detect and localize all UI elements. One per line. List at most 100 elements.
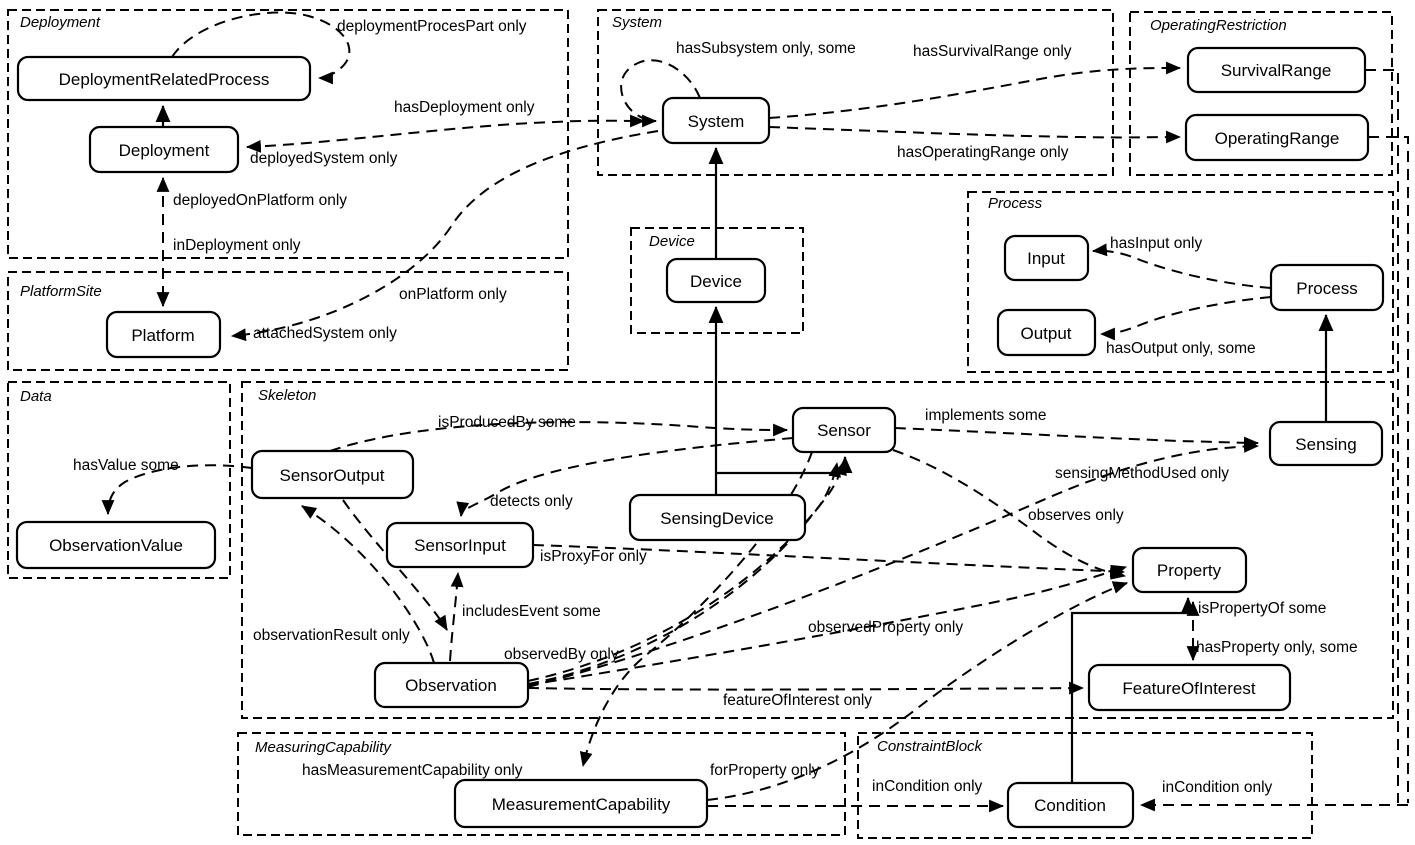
class-label-observation: Observation: [405, 676, 497, 695]
edge-label-has-subsystem: hasSubsystem only, some: [676, 40, 856, 57]
edge-label-for-property: forProperty only: [710, 762, 820, 779]
class-condition: Condition: [1006, 781, 1135, 829]
edge-label-has-operating-range: hasOperatingRange only: [897, 144, 1069, 161]
class-box-system[interactable]: [661, 96, 771, 145]
edge-label-feature-of-interest: featureOfInterest only: [723, 692, 872, 709]
class-feature-of-interest: FeatureOfInterest: [1087, 663, 1292, 712]
class-box-operating-range[interactable]: [1184, 113, 1370, 162]
class-box-observation-value[interactable]: [15, 520, 217, 570]
class-input: Input: [1003, 234, 1090, 282]
class-label-system: System: [688, 112, 745, 131]
class-box-deployment[interactable]: [88, 125, 240, 174]
class-device: Device: [665, 257, 767, 304]
module-process: Process: [967, 191, 1394, 373]
class-box-measurement-capability[interactable]: [453, 778, 709, 829]
class-sensor-input: SensorInput: [385, 521, 535, 569]
edge-has-value: [101, 464, 253, 516]
module-operating-restriction: OperatingRestriction: [1129, 11, 1393, 176]
edge-on-platform-attached-system: [230, 130, 659, 342]
class-box-sensor-input[interactable]: [385, 521, 535, 569]
module-platform-site: PlatformSite: [7, 271, 569, 371]
edge-label-in-condition-left: inCondition only: [872, 778, 983, 795]
edge-has-deployment-deployed-system: [245, 114, 646, 153]
class-box-sensing-device[interactable]: [628, 493, 807, 542]
class-label-device: Device: [690, 272, 742, 291]
module-label-process: Process: [988, 195, 1043, 212]
edge-has-survival-range: [768, 61, 1182, 119]
edge-label-in-deployment: inDeployment only: [173, 237, 301, 254]
edge-has-input: [1091, 243, 1272, 289]
class-label-observation-value: ObservationValue: [49, 536, 183, 555]
class-box-output[interactable]: [996, 308, 1097, 357]
class-label-sensor-output: SensorOutput: [280, 466, 385, 485]
class-label-process: Process: [1296, 279, 1357, 298]
class-box-process[interactable]: [1269, 263, 1385, 312]
class-label-operating-range: OperatingRange: [1215, 129, 1340, 148]
class-box-device[interactable]: [665, 257, 767, 304]
class-sensing: Sensing: [1268, 420, 1384, 467]
edge-survival-range-wrap: [1365, 69, 1399, 803]
module-constraint-block: ConstraintBlock: [857, 732, 1313, 839]
class-box-sensing[interactable]: [1268, 420, 1384, 467]
edge-label-implements: implements some: [925, 407, 1046, 424]
edge-label-is-proxy-for: isProxyFor only: [540, 548, 647, 565]
class-survival-range: SurvivalRange: [1186, 46, 1367, 94]
module-data: Data: [7, 381, 231, 579]
class-box-input[interactable]: [1003, 234, 1090, 282]
class-box-deployment-related-process[interactable]: [16, 55, 312, 102]
class-box-sensor[interactable]: [791, 406, 897, 454]
class-label-platform: Platform: [131, 326, 194, 345]
class-label-sensing: Sensing: [1295, 435, 1356, 454]
class-box-platform[interactable]: [105, 310, 222, 359]
class-system: System: [661, 96, 771, 145]
edge-observed-property: [527, 564, 1128, 686]
edge-has-operating-range: [768, 126, 1182, 144]
class-label-deployment: Deployment: [119, 141, 210, 160]
class-sensor-output: SensorOutput: [250, 449, 415, 500]
edge-label-is-produced-by: isProducedBy some: [438, 414, 576, 431]
edge-is-proxy-for: [532, 544, 1126, 578]
edge-has-output: [1099, 296, 1272, 341]
edge-for-property: [706, 581, 1129, 801]
edge-deployment-proces-part: [171, 11, 351, 85]
module-system: System: [597, 9, 1114, 176]
class-measurement-capability: MeasurementCapability: [453, 778, 709, 829]
class-label-sensing-device: SensingDevice: [660, 509, 773, 528]
edge-label-has-deployment: hasDeployment only: [394, 99, 535, 116]
class-label-input: Input: [1027, 249, 1065, 268]
edge-label-observes: observes only: [1028, 507, 1124, 524]
edge-label-in-condition-right: inCondition only: [1162, 779, 1273, 796]
edge-label-is-property-of: isPropertyOf some: [1198, 600, 1326, 617]
class-box-sensor-output[interactable]: [250, 449, 415, 500]
class-box-property[interactable]: [1131, 546, 1248, 594]
edge-is-produced-by: [329, 421, 789, 452]
class-deployment-related-process: DeploymentRelatedProcess: [16, 55, 312, 102]
class-label-output: Output: [1020, 324, 1071, 343]
edge-has-measurement-capability: [579, 451, 813, 768]
module-label-data: Data: [20, 388, 52, 405]
edge-sensoroutput-to-observation: [342, 499, 448, 631]
edge-label-deployed-system: deployedSystem only: [250, 150, 398, 167]
edge-label-deployment-proces-part: deploymentProcesPart only: [337, 18, 527, 35]
edge-label-observed-by: observedBy only: [504, 646, 619, 663]
edge-label-attached-system: attachedSystem only: [253, 325, 397, 342]
module-skeleton: Skeleton: [241, 381, 1394, 719]
class-observation-value: ObservationValue: [15, 520, 217, 570]
module-label-device: Device: [649, 233, 695, 250]
class-deployment: Deployment: [88, 125, 240, 174]
edge-feature-of-interest: [527, 681, 1085, 695]
class-label-sensor: Sensor: [817, 421, 871, 440]
edge-detects: [456, 437, 794, 518]
edge-label-on-platform: onPlatform only: [399, 286, 507, 303]
class-box-feature-of-interest[interactable]: [1087, 663, 1292, 712]
edge-label-has-measurement-capability: hasMeasurementCapability only: [302, 762, 523, 779]
class-label-sensor-input: SensorInput: [414, 536, 506, 555]
class-output: Output: [996, 308, 1097, 357]
module-label-platform-site: PlatformSite: [20, 283, 102, 300]
module-measuring-capability: MeasuringCapability: [237, 732, 846, 836]
class-box-observation[interactable]: [373, 661, 530, 709]
edge-label-detects: detects only: [490, 493, 573, 510]
class-process: Process: [1269, 263, 1385, 312]
class-box-condition[interactable]: [1006, 781, 1135, 829]
class-box-survival-range[interactable]: [1186, 46, 1367, 94]
